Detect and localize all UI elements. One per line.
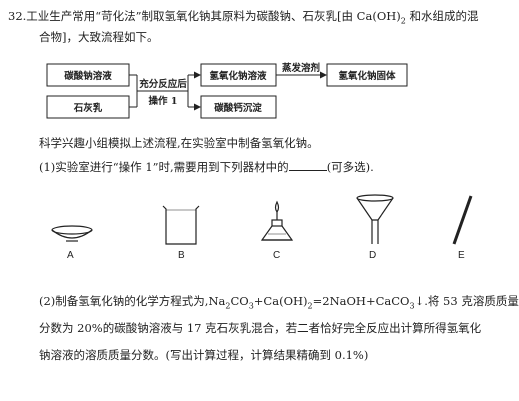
apparatus-label-b: B [178,250,185,261]
beaker-icon [162,205,200,245]
exam-question: 32.工业生产常用“苛化法”制取氢氧化钠其原料为碳酸钠、石灰乳[由 Ca(OH)… [8,9,519,362]
label-react: 充分反应后 [139,78,187,90]
question-intro-line1: 32.工业生产常用“苛化法”制取氢氧化钠其原料为碳酸钠、石灰乳[由 Ca(OH)… [8,9,479,26]
label-operation1: 操作 1 [149,95,178,107]
question-context: 科学兴趣小组模拟上述流程,在实验室中制备氢氧化钠。 [39,136,319,150]
alcohol-lamp-icon [260,200,294,241]
label-lime-milk: 石灰乳 [73,102,103,114]
label-caco3-precipitate: 碳酸钙沉淀 [214,102,262,114]
box-naoh-solid [326,63,408,87]
glass-rod-icon [452,195,473,245]
question-part2-line1: (2)制备氢氧化钠的化学方程式为,Na2CO3+Ca(OH)2=2NaOH+Ca… [39,294,519,311]
process-flowchart: 碳酸钠溶液 石灰乳 充分反应后 操作 1 氢氧化钠溶液 碳酸钙沉淀 蒸发溶剂 氢… [46,62,408,119]
question-part2-line2: 分数为 20%的碳酸钠溶液与 17 克石灰乳混合，若二者恰好完全反应出计算所得氢… [39,321,482,335]
evaporating-dish-icon [51,225,93,242]
apparatus-label-e: E [458,250,465,261]
apparatus-label-a: A [67,250,74,261]
apparatus-label-d: D [369,250,377,261]
funnel-icon [356,194,394,244]
question-part1: (1)实验室进行“操作 1”时,需要用到下列器材中的(可多选). [39,159,374,174]
label-sodium-carbonate-solution: 碳酸钠溶液 [64,70,112,82]
question-part2-line3: 钠溶液的溶质质量分数。(写出计算过程，计算结果精确到 0.1%) [39,348,369,362]
label-naoh-solid: 氢氧化钠固体 [338,70,396,82]
label-evaporate: 蒸发溶剂 [282,62,320,74]
apparatus-label-c: C [273,250,281,261]
question-intro-line2: 合物]，大致流程如下。 [39,30,159,44]
box-caco3-precipitate [200,95,277,119]
apparatus-figure [51,194,473,245]
label-naoh-solution: 氢氧化钠溶液 [209,70,267,82]
answer-blank[interactable] [288,159,327,171]
